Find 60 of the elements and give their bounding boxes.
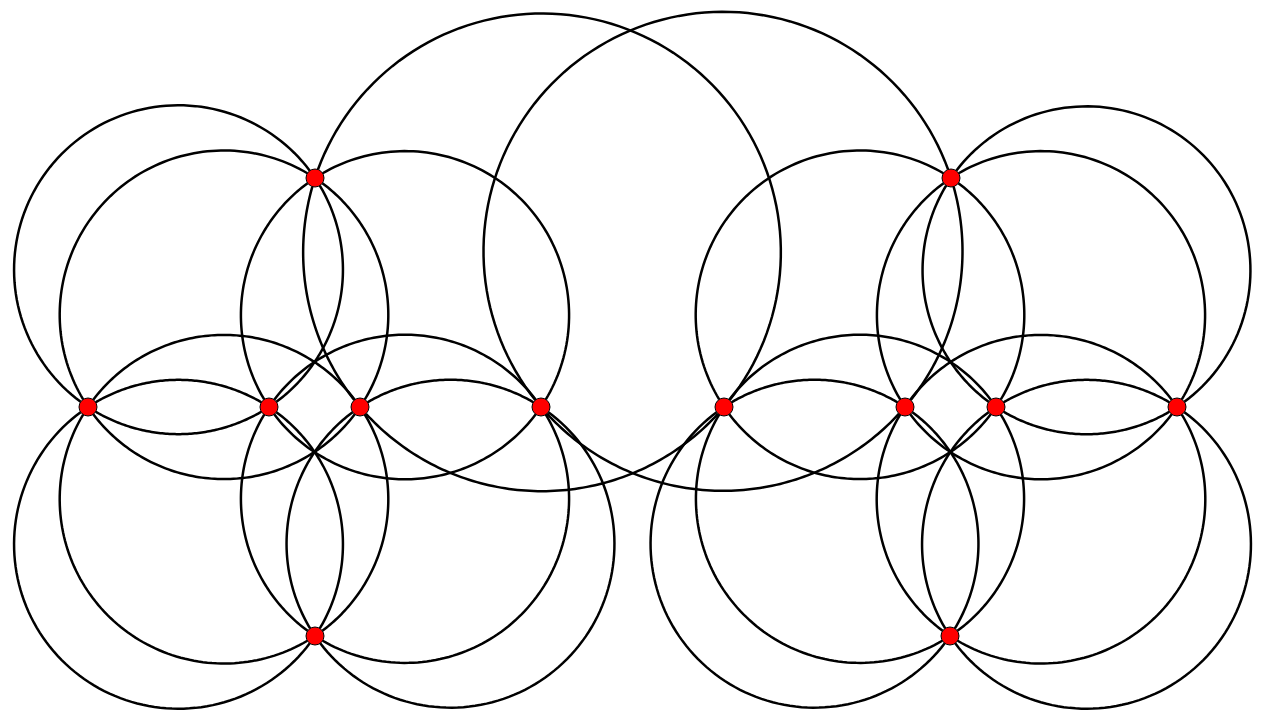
arc-edge xyxy=(546,412,900,493)
arc-edge xyxy=(1003,378,1170,404)
arc-edge xyxy=(955,105,1252,403)
arc-edge xyxy=(239,413,309,632)
arc-edge xyxy=(322,413,571,665)
arc-edge xyxy=(694,149,944,401)
arc-edge xyxy=(12,411,311,710)
arc-edge xyxy=(273,333,537,401)
arc-edge xyxy=(909,413,1173,481)
arc-edge xyxy=(367,378,534,404)
vertex-dot xyxy=(305,168,325,188)
arc-edge xyxy=(275,185,345,403)
arc-edge xyxy=(95,410,262,436)
arc-edge xyxy=(731,378,898,404)
arc-edge xyxy=(920,411,990,629)
arc-edge xyxy=(958,149,1207,401)
arc-edge xyxy=(12,104,311,403)
arc-edge xyxy=(728,333,992,401)
vertex-dot xyxy=(714,397,734,417)
arc-edge xyxy=(921,184,990,403)
arc-edge xyxy=(875,182,945,401)
arc-edge xyxy=(92,333,356,401)
arc-edge xyxy=(316,12,783,401)
arc-edge xyxy=(92,413,356,481)
arc-edge xyxy=(321,413,390,632)
arc-edge xyxy=(239,182,309,401)
arc-edge xyxy=(875,413,944,632)
arc-edge xyxy=(58,413,308,665)
vertex-dot xyxy=(350,397,370,417)
arc-edge xyxy=(58,149,308,401)
arc-edge xyxy=(319,411,616,709)
arc-edge xyxy=(322,149,571,401)
vertex-dot xyxy=(895,397,915,417)
arc-edge xyxy=(321,182,390,401)
vertex-dot xyxy=(1167,397,1187,417)
arc-edge xyxy=(911,411,980,630)
arc-edge xyxy=(275,411,345,629)
arc-edge xyxy=(1003,410,1170,436)
vertex-dot xyxy=(986,397,1006,417)
vertex-dot xyxy=(941,168,961,188)
vertex-dot xyxy=(259,397,279,417)
arc-edge xyxy=(956,413,1026,632)
arc-edge xyxy=(273,413,537,481)
arc-edge xyxy=(482,10,950,401)
arc-edge xyxy=(95,378,262,404)
arc-edge xyxy=(649,411,946,709)
arc-edge xyxy=(285,411,354,630)
vertex-dot xyxy=(940,626,960,646)
arc-edge xyxy=(301,186,356,401)
arc-edge xyxy=(694,413,943,665)
vertex-dot xyxy=(78,397,98,417)
arc-edge xyxy=(954,411,1253,710)
arc-edge xyxy=(728,413,992,481)
arc-edge xyxy=(909,186,964,401)
arc-edge xyxy=(957,413,1207,665)
vertex-dot xyxy=(305,626,325,646)
arc-edge xyxy=(957,182,1026,401)
arc-edge xyxy=(365,412,719,493)
arc-edge xyxy=(909,333,1173,401)
vertex-dot xyxy=(531,397,551,417)
